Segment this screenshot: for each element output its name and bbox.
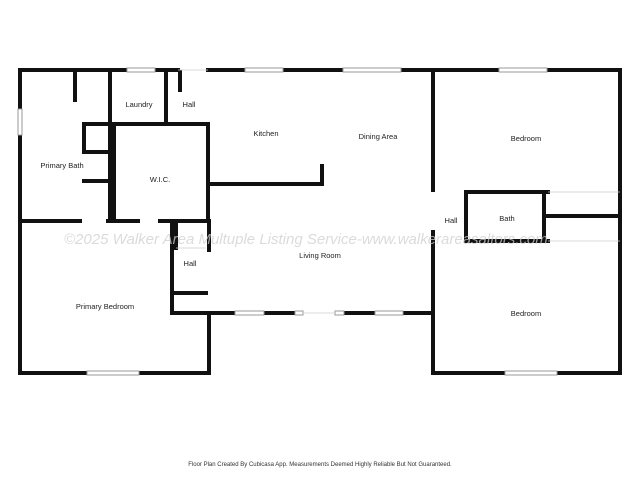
room-label-kitchen: Kitchen xyxy=(253,129,278,138)
window-primary-bath xyxy=(17,108,23,136)
walls xyxy=(18,68,622,375)
watermark-text: ©2025 Walker Area Multuple Listing Servi… xyxy=(64,231,548,248)
window-dining xyxy=(342,67,402,73)
room-label-bath: Bath xyxy=(499,214,514,223)
room-label-living-room: Living Room xyxy=(299,251,341,260)
window-living-b xyxy=(374,310,404,316)
opening-lines xyxy=(176,69,620,314)
room-label-primary-bedroom: Primary Bedroom xyxy=(76,302,134,311)
room-label-hall-top: Hall xyxy=(183,100,196,109)
room-label-bedroom-top: Bedroom xyxy=(511,134,541,143)
room-label-bedroom-bottom: Bedroom xyxy=(511,309,541,318)
room-label-hall-left: Hall xyxy=(184,259,197,268)
room-labels: Laundry Hall Kitchen Dining Area Bedroom… xyxy=(40,100,541,318)
window-kitchen xyxy=(244,67,284,73)
room-label-primary-bath: Primary Bath xyxy=(40,161,83,170)
window-living-door-a xyxy=(294,310,304,316)
window-laundry xyxy=(126,67,156,73)
footer-disclaimer: Floor Plan Created By Cubicasa App. Meas… xyxy=(188,462,452,468)
room-label-hall-right: Hall xyxy=(445,216,458,225)
room-label-dining-area: Dining Area xyxy=(359,132,399,141)
room-label-wic: W.I.C. xyxy=(150,175,170,184)
window-living-door-b xyxy=(334,310,345,316)
window-bedroom-bottom xyxy=(504,370,558,376)
window-primary-bedroom xyxy=(86,370,140,376)
windows xyxy=(17,67,558,376)
room-label-laundry: Laundry xyxy=(125,100,152,109)
window-bedroom-top xyxy=(498,67,548,73)
window-living-a xyxy=(234,310,265,316)
